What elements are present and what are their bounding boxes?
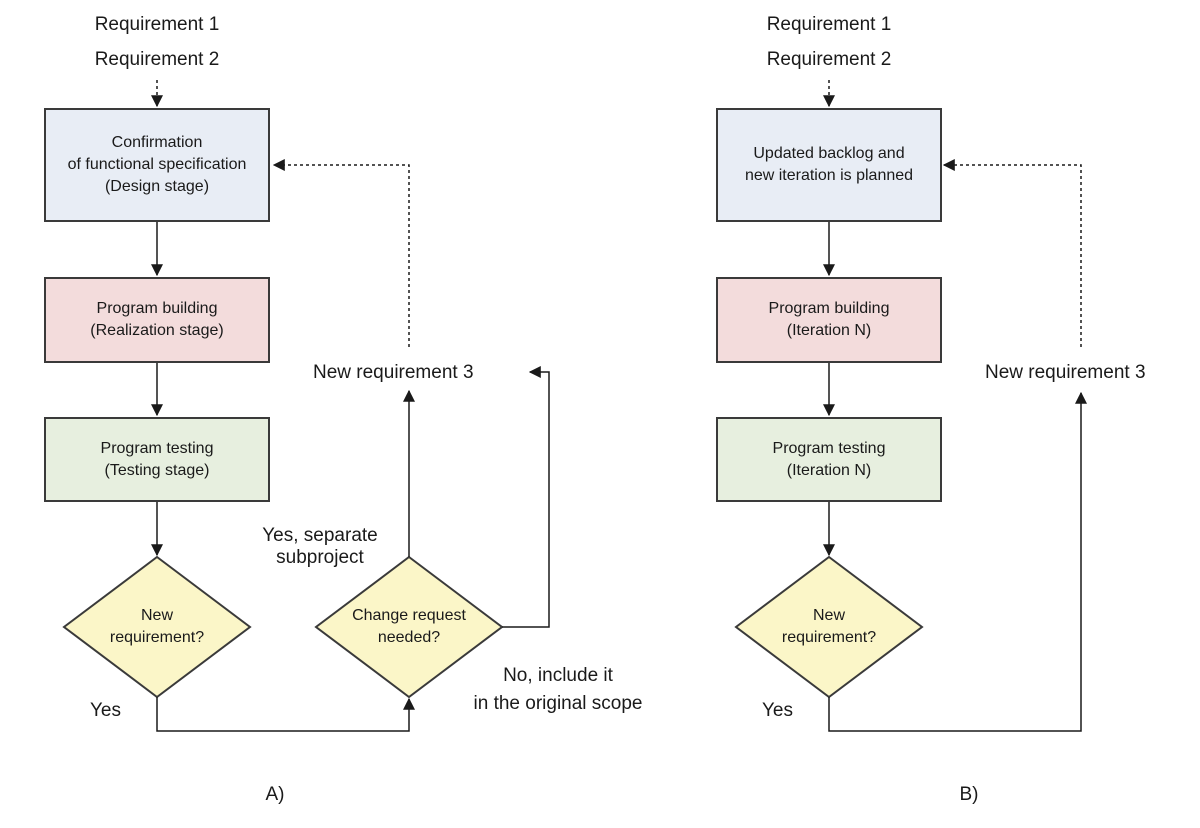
testing-stage-box-a: Program testing (Testing stage) [44,417,270,502]
build-box-line-2-a: (Realization stage) [90,322,224,339]
test-box-line-2-b: (Iteration N) [786,461,872,479]
yes-separate-line-1-a: Yes, separate [262,525,378,546]
backlog-box-b: Updated backlog and new iteration is pla… [716,108,942,222]
decision-new-line-1-a: New [140,607,173,624]
decision-new-line-1-b: New [812,607,845,624]
new-requirement-3-label-b: New requirement 3 [985,362,1146,383]
arrow-newreq-feedback-a [272,159,410,347]
backlog-box-line-2-b: new iteration is planned [744,167,914,184]
decision-new-requirement-label-a: New requirement? [87,605,227,649]
caption-b: B) [959,784,979,805]
design-stage-box-a: Confirmation of functional specification… [44,108,270,222]
decision-change-request-label-a: Change request needed? [339,605,479,649]
no-include-label-a: No, include it in the original scope [458,665,658,715]
yes-label-a: Yes [90,700,121,721]
test-box-line-1-b: Program testing [772,439,886,457]
design-box-line-1-a: Confirmation [111,134,203,151]
yes-label-b: Yes [762,700,793,721]
requirement-2-label-b: Requirement 2 [766,49,892,70]
realization-stage-box-a: Program building (Realization stage) [44,277,270,363]
decision-new-requirement-label-b: New requirement? [759,605,899,649]
build-box-line-1-b: Program building [768,300,890,317]
decision-change-request-shape-a [314,555,504,699]
no-include-line-1-a: No, include it [503,665,613,686]
no-include-line-2-a: in the original scope [473,693,643,714]
backlog-box-line-1-b: Updated backlog and [753,145,905,162]
arrow-change-no-to-newreq-a [502,366,550,628]
requirement-1-label-a: Requirement 1 [94,14,220,35]
requirement-1-label-b: Requirement 1 [766,14,892,35]
decision-change-line-1-a: Change request [352,607,466,624]
requirement-2-label-a: Requirement 2 [94,49,220,70]
yes-separate-line-2-a: subproject [276,547,364,568]
arrow-yes-to-change-request-a [156,697,415,732]
caption-a: A) [265,784,285,805]
program-building-box-b: Program building (Iteration N) [716,277,942,363]
test-box-line-1-a: Program testing [100,439,214,457]
design-box-line-2-a: of functional specification [67,156,247,173]
decision-new-line-2-a: requirement? [109,629,205,646]
new-requirement-3-label-a: New requirement 3 [313,362,474,383]
arrow-yes-to-newreq-b [828,391,1087,732]
arrow-newreq-feedback-b [942,159,1082,347]
build-box-line-2-b: (Iteration N) [786,322,872,339]
build-box-line-1-a: Program building [96,300,218,317]
yes-separate-subproject-label-a: Yes, separate subproject [250,525,390,569]
decision-new-line-2-b: requirement? [781,629,877,646]
program-testing-box-b: Program testing (Iteration N) [716,417,942,502]
decision-change-line-2-a: needed? [377,629,441,646]
design-box-line-3-a: (Design stage) [104,178,210,195]
test-box-line-2-a: (Testing stage) [104,461,210,479]
